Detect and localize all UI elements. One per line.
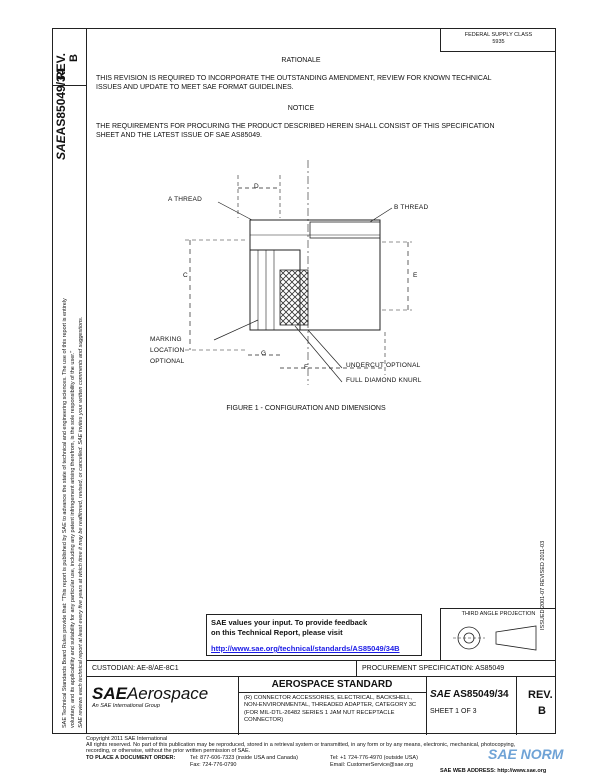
tel-outside: Tel: +1 724-776-4970 (outside USA) — [330, 755, 418, 761]
custodian-text: CUSTODIAN: AE-8/AE-8C1 — [92, 665, 179, 672]
projection-symbol-icon — [453, 625, 537, 651]
third-angle-box: THIRD ANGLE PROJECTION — [440, 608, 556, 660]
feedback-line-1: SAE values your input. To provide feedba… — [211, 618, 368, 627]
dim-label-a-thread: A THREAD — [168, 196, 202, 203]
header-rev-value: B — [68, 54, 80, 62]
title-underline — [238, 692, 426, 693]
header-doc-number: SAEAS85049/34 — [54, 69, 68, 160]
title-rev-label: REV. — [528, 689, 553, 701]
fsc-stamp: FEDERAL SUPPLY CLASS 5935 — [440, 28, 556, 52]
copyright: Copyright 2011 SAE International — [86, 736, 168, 742]
notice-text: THE REQUIREMENTS FOR PROCURING THE PRODU… — [96, 123, 495, 139]
notice-title: NOTICE — [287, 105, 315, 112]
brand-block: SAEAerospace An SAE International Group — [92, 685, 242, 710]
title-doc-number: AS85049/34 — [452, 689, 509, 700]
doc-number: AS85049/34 — [54, 68, 68, 136]
fsc-label: FEDERAL SUPPLY CLASS — [464, 32, 533, 38]
sae-prefix: SAE — [54, 135, 68, 160]
marking-label-3: OPTIONAL — [150, 358, 185, 365]
rights-2: recording, or otherwise, without the pri… — [86, 748, 251, 754]
brand-bold: SAE — [92, 684, 127, 703]
row-divider — [356, 661, 357, 677]
thread-b — [309, 221, 381, 239]
rationale-title: RATIONALE — [281, 57, 321, 64]
knurl-section — [279, 269, 309, 326]
brand-sub: An SAE International Group — [92, 703, 160, 709]
sheet-text: SHEET 1 OF 3 — [430, 708, 477, 715]
undercut-label: UNDERCUT OPTIONAL — [346, 362, 421, 369]
custodian-row: CUSTODIAN: AE-8/AE-8C1 PROCUREMENT SPECI… — [86, 660, 556, 677]
knurl-label: FULL DIAMOND KNURL — [346, 377, 422, 384]
feedback-link[interactable]: http://www.sae.org/technical/standards/A… — [211, 644, 400, 653]
third-angle-label: THIRD ANGLE PROJECTION — [461, 611, 536, 617]
web-address[interactable]: SAE WEB ADDRESS: http://www.sae.org — [440, 768, 547, 774]
feedback-line-2: on this Technical Report, please visit — [211, 628, 343, 637]
body-outline — [249, 219, 381, 331]
order-label: TO PLACE A DOCUMENT ORDER: — [86, 755, 176, 761]
procurement-text: PROCUREMENT SPECIFICATION: AS85049 — [362, 665, 505, 672]
title-divider-3 — [516, 677, 517, 735]
dim-label-b-thread: B THREAD — [394, 204, 429, 211]
header-strip — [52, 28, 86, 734]
title-divider-2 — [426, 677, 427, 735]
dim-label-c: C — [183, 272, 188, 279]
figure-caption: FIGURE 1 - CONFIGURATION AND DIMENSIONS — [226, 405, 386, 412]
configuration-drawing — [185, 160, 412, 385]
page-frame — [86, 28, 556, 734]
tel-inside: Tel: 877-606-7323 (inside USA and Canada… — [190, 755, 298, 761]
header-rev-box — [52, 28, 86, 86]
sae-small: SAE — [430, 689, 451, 700]
feedback-box: SAE values your input. To provide feedba… — [206, 614, 422, 656]
marking-label-1: MARKING — [150, 336, 182, 343]
marking-label-2: LOCATION — [150, 347, 185, 354]
title-block: SAEAerospace An SAE International Group … — [86, 676, 556, 735]
standard-title: AEROSPACE STANDARD — [271, 679, 393, 690]
dim-label-d: D — [254, 183, 259, 190]
brand-light: Aerospace — [126, 684, 209, 703]
fax: Fax: 724-776-0790 — [190, 762, 237, 768]
description-text: (R) CONNECTOR ACCESSORIES, ELECTRICAL, B… — [244, 695, 417, 724]
rationale-text: THIS REVISION IS REQUIRED TO INCORPORATE… — [96, 75, 492, 91]
doc-number-block: SAE AS85049/34 — [430, 689, 509, 700]
rights-1: All rights reserved. No part of this pub… — [86, 742, 516, 748]
watermark-logo: SAE NORM — [488, 746, 564, 762]
dim-label-f: F — [304, 364, 309, 371]
title-divider-1 — [238, 677, 239, 735]
email: Email: CustomerService@sae.org — [330, 762, 413, 768]
dim-label-e: E — [413, 272, 418, 279]
fsc-value: 5935 — [492, 39, 505, 45]
dim-label-g: G — [261, 350, 267, 357]
title-rev-value: B — [538, 705, 546, 717]
